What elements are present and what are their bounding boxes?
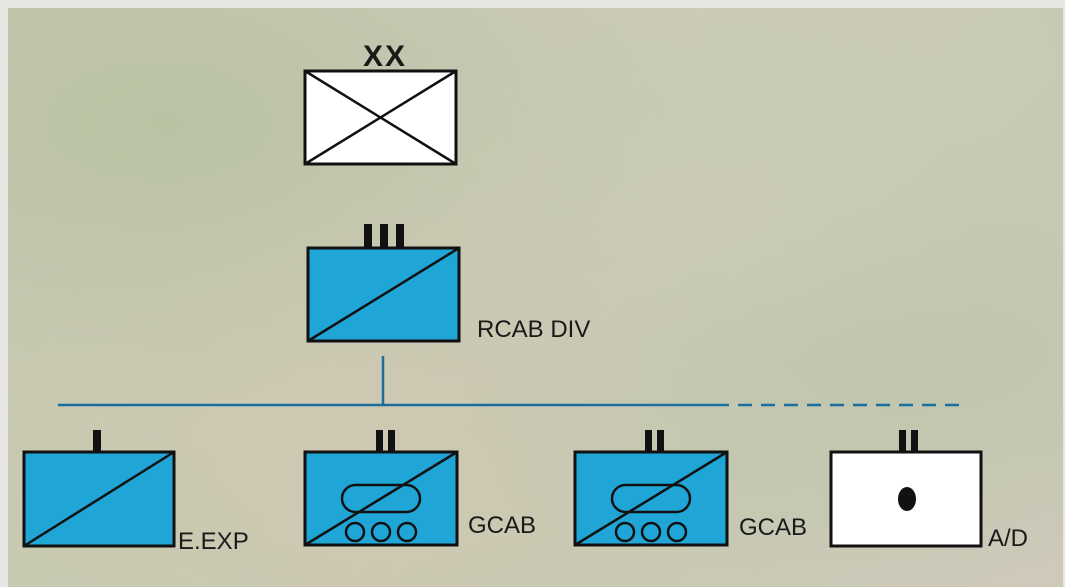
dot-icon: [898, 487, 916, 511]
connector-lines: [58, 356, 960, 407]
division-unit: XX: [303, 40, 458, 166]
armor-track-icon: [610, 483, 692, 543]
unit-label: A/D: [988, 525, 1028, 552]
hq-echelon-marks: [364, 224, 404, 248]
diagonal-slash-icon: [23, 450, 175, 548]
echelon-mark: [93, 430, 101, 452]
diagonal-slash-icon: [307, 246, 460, 343]
hq-unit: RCAB DIV: [306, 224, 590, 343]
echelon-mark: [645, 430, 664, 452]
subunit-gcab-1: GCAB: [303, 430, 536, 547]
echelon-mark: [376, 430, 395, 452]
subunit-gcab-2: GCAB: [573, 430, 807, 547]
armor-track-icon: [340, 483, 422, 543]
division-echelon: XX: [363, 40, 407, 73]
hq-label: RCAB DIV: [477, 316, 590, 343]
subunit-ad: A/D: [829, 430, 1028, 552]
subunit-eexp: E.EXP: [22, 430, 249, 555]
echelon-mark: [899, 430, 918, 452]
infantry-cross-icon: [304, 69, 457, 166]
unit-label: E.EXP: [178, 528, 249, 555]
unit-label: GCAB: [739, 514, 807, 541]
unit-label: GCAB: [468, 512, 536, 539]
